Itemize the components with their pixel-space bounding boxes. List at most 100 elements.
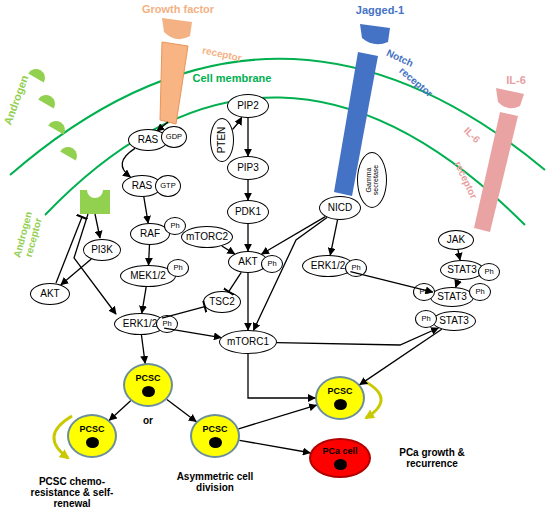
node-label: RAS — [138, 135, 159, 145]
annotation-label: Androgen — [1, 74, 30, 127]
signal-arrow — [458, 250, 460, 260]
annotation-label: IL-6 — [462, 125, 482, 145]
node-label: PCa cell — [322, 447, 357, 456]
protein-node: AKT — [30, 283, 70, 305]
node-label: Ph — [173, 264, 182, 272]
signal-arrow — [61, 259, 91, 285]
node-label: Ph — [419, 288, 428, 296]
cell-nucleus — [334, 399, 347, 410]
annotation-label: Notch — [385, 47, 415, 69]
signal-arrow — [350, 272, 432, 293]
node-label: PCSC — [79, 425, 104, 434]
phospho-tag: Ph — [345, 259, 367, 277]
node-label: ERK1/2 — [311, 261, 345, 271]
stem-cell: PCSC — [67, 414, 117, 458]
signal-arrow — [247, 180, 248, 200]
node-label: Ph — [351, 264, 360, 272]
signal-arrow — [239, 405, 317, 429]
nucleotide-tag: GTP — [155, 175, 181, 197]
node-label: TSC2 — [209, 297, 235, 307]
nucleotide-tag: GDP — [161, 126, 187, 148]
cell-membrane — [10, 59, 545, 175]
node-label: PIP2 — [237, 101, 259, 111]
androgen-ligand — [38, 92, 58, 109]
signal-arrow — [141, 335, 145, 363]
node-label: Ph — [162, 320, 171, 328]
il6-receptor — [474, 112, 518, 232]
signal-arrow — [222, 246, 235, 254]
annotation-label: IL-6 — [506, 74, 526, 86]
stem-cell: PCSC — [190, 414, 240, 458]
annotation-label: PCa growth & recurrence — [387, 447, 477, 469]
phospho-tag: Ph — [261, 255, 283, 273]
node-label: AKT — [40, 289, 59, 299]
cancer-cell: PCa cell — [309, 438, 371, 478]
growth-factor-ligand — [162, 18, 192, 39]
node-label: RAS — [132, 181, 153, 191]
androgen-receptor-pocket — [87, 182, 103, 198]
signal-arrow — [233, 117, 242, 129]
signal-arrow — [330, 220, 337, 255]
signal-arrow — [247, 224, 248, 251]
node-label: PTEN — [217, 127, 227, 154]
node-label: PCSC — [135, 374, 160, 383]
signal-arrow — [247, 118, 248, 156]
signal-line — [95, 214, 100, 238]
phospho-tag: Ph — [469, 283, 491, 301]
phospho-tag: Ph — [415, 310, 437, 328]
protein-node: STAT3 — [430, 287, 474, 307]
protein-node: mTORC1 — [219, 330, 277, 354]
signal-arrow — [456, 280, 459, 287]
annotation-label: Growth factor — [142, 3, 214, 15]
signal-arrow — [248, 354, 315, 398]
androgen-ligand — [28, 66, 48, 83]
node-label: STAT3 — [447, 265, 477, 275]
cell-nucleus — [86, 437, 99, 448]
signal-arrow — [360, 329, 442, 384]
signal-arrow — [164, 328, 221, 337]
androgen-ligand — [60, 144, 80, 161]
stem-cell: PCSC — [123, 363, 173, 407]
node-label: PCSC — [202, 425, 227, 434]
annotation-label: Androgen receptor — [10, 204, 47, 268]
annotation-label: Jagged-1 — [356, 4, 404, 16]
cell-nucleus — [209, 437, 222, 448]
node-label: MEK1/2 — [130, 271, 166, 281]
protein-node: PI3K — [83, 239, 121, 261]
node-label: Ph — [475, 288, 484, 296]
cell-nucleus — [142, 386, 155, 397]
inhibition-line — [162, 307, 205, 318]
protein-node: mTORC2 — [181, 226, 233, 248]
signal-arrow — [144, 197, 148, 223]
node-label: NICD — [328, 203, 352, 213]
node-label: Ph — [421, 315, 430, 323]
node-label: ERK1/2 — [123, 319, 157, 329]
signal-arrow — [247, 273, 248, 330]
inhibition-line — [56, 217, 82, 283]
node-label: PCSC — [327, 387, 352, 396]
node-label: Ph — [484, 268, 493, 276]
signal-arrow — [254, 217, 327, 330]
node-label: Ph — [170, 222, 179, 230]
annotation-label: Asymmetric cell division — [175, 471, 255, 493]
signal-arrow — [122, 148, 135, 177]
node-label: PDK1 — [235, 207, 261, 217]
notch-receptor — [334, 52, 378, 196]
node-label: STAT3 — [439, 316, 469, 326]
protein-node: TSC2 — [203, 291, 241, 313]
protein-node: STAT3 — [432, 311, 476, 331]
phospho-tag: Ph — [156, 315, 178, 333]
node-label: STAT3 — [437, 292, 467, 302]
inhibition-line — [229, 272, 242, 291]
node-label: mTORC2 — [186, 232, 228, 242]
signal-arrow — [262, 217, 326, 254]
node-label: Ph — [267, 260, 276, 268]
signal-arrow — [167, 399, 196, 421]
node-label: GTP — [160, 182, 175, 190]
protein-node: PTEN — [210, 118, 234, 162]
growth-factor-receptor — [160, 42, 188, 124]
protein-node: Gamma secretase — [357, 152, 387, 208]
protein-node: PDK1 — [227, 200, 269, 224]
node-label: AKT — [238, 257, 257, 267]
